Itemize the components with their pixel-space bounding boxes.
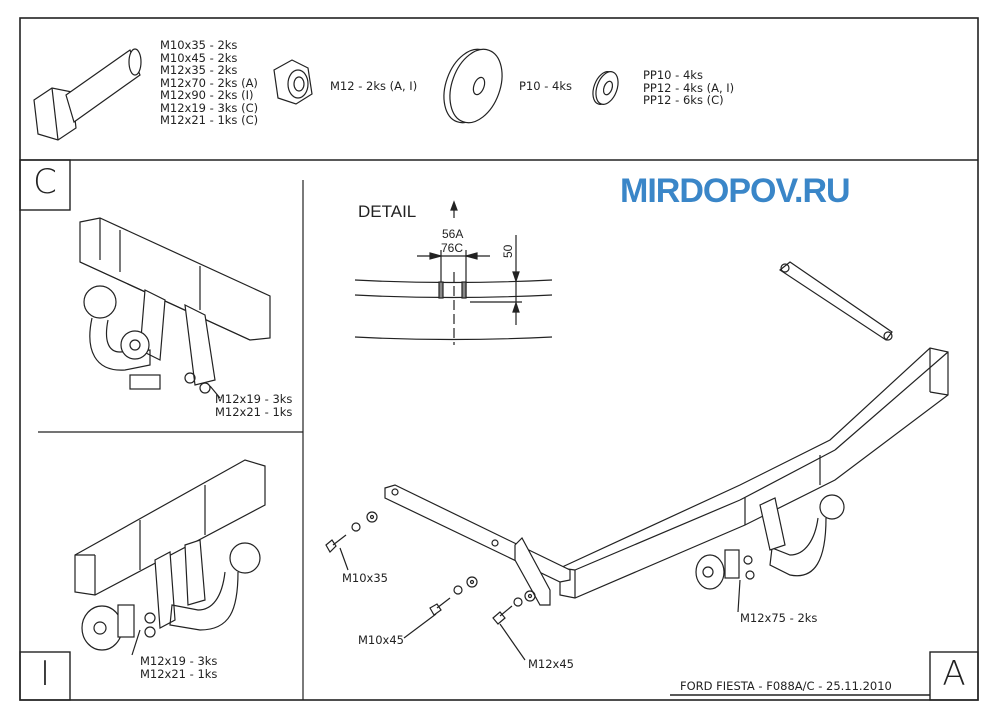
bolt-label: M12x19 - 3ks (140, 654, 218, 668)
bolt-spec: M12x70 - 2ks (A) (160, 75, 258, 90)
bolt-label: M12x19 - 3ks (215, 392, 293, 406)
spring-washer-spec: PP10 - 4ks (643, 68, 703, 82)
bolt-spec: M12x21 - 1ks (C) (160, 113, 259, 127)
bolt-spec: M12x19 - 3ks (C) (160, 100, 259, 115)
towbar-variant-i-drawing (74, 459, 266, 656)
box-a (929, 651, 979, 701)
bolt-spec: M10x35 - 2ks (160, 38, 238, 52)
washer-icon (443, 48, 503, 124)
variant-i-bolts: M12x19 - 3ks M12x21 - 1ks (140, 655, 217, 680)
spring-washer-icon (592, 71, 619, 105)
spring-washer-spec: PP12 - 6ks (C) (643, 93, 724, 107)
spring-washer-list: PP10 - 4ks PP12 - 4ks (A, I) PP12 - 6ks … (643, 69, 734, 107)
variant-c-letter: C (33, 162, 57, 202)
box-c (19, 159, 71, 211)
label-m12x75: M12x75 - 2ks (740, 611, 818, 625)
dim-50: 50 (501, 244, 515, 258)
bolt-label: M12x21 - 1ks (140, 666, 218, 681)
spring-washer-spec: PP12 - 4ks (A, I) (643, 80, 735, 95)
variant-a-letter: A (942, 654, 966, 694)
nut-spec: M12 - 2ks (A, I) (330, 79, 418, 93)
label-m12x45: M12x45 (528, 657, 574, 671)
nut-icon (273, 59, 313, 105)
label-m10x35: M10x35 (342, 571, 388, 585)
drawing-frame (19, 17, 979, 701)
bolt-icon (33, 48, 142, 141)
bolt-list: M10x35 - 2ks M10x45 - 2ks M12x35 - 2ks M… (160, 39, 258, 127)
washer-spec: P10 - 4ks (519, 79, 572, 93)
detail-title: DETAIL (358, 202, 417, 221)
bolt-spec: M10x45 - 2ks (160, 50, 238, 65)
towbar-variant-c-drawing (79, 217, 271, 399)
bolt-spec: M12x90 - 2ks (I) (160, 88, 254, 102)
variant-c-bolts: M12x19 - 3ks M12x21 - 1ks (215, 393, 292, 418)
drawing-title: FORD FIESTA - F088A/C - 25.11.2010 (680, 679, 892, 693)
bolt-label: M12x21 - 1ks (215, 404, 293, 419)
label-m10x45: M10x45 (358, 633, 404, 647)
detail-drawing (354, 200, 553, 345)
variant-i-letter: I (39, 654, 51, 694)
dim-56a: 56A (442, 227, 464, 241)
bolt-spec: M12x35 - 2ks (160, 63, 238, 77)
dim-76c: 76C (441, 241, 464, 255)
towbar-variant-a-drawing (325, 261, 949, 661)
box-i (19, 651, 71, 701)
watermark: MIRDOPOV.RU (620, 172, 851, 210)
